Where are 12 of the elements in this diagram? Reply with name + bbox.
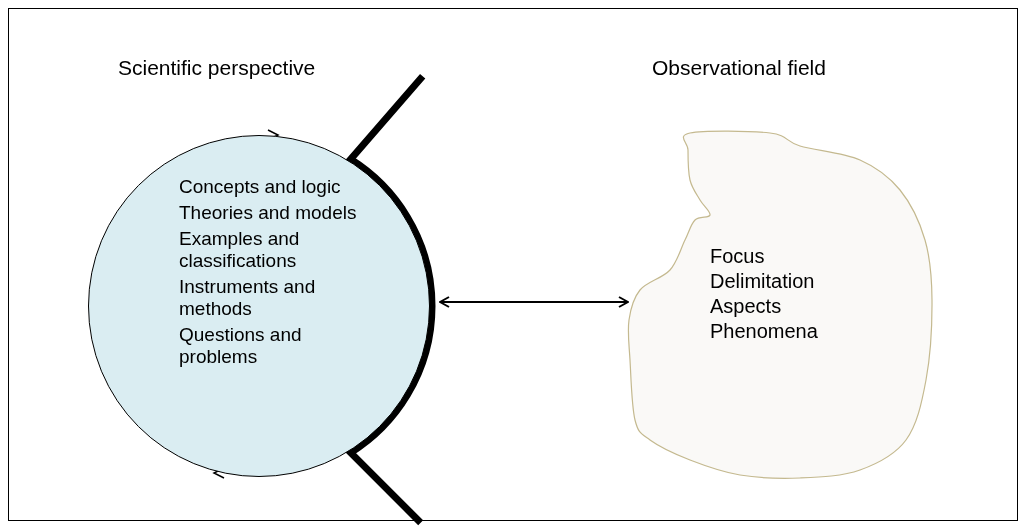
- node-text: Delimitation: [710, 269, 815, 294]
- node-text: Aspects: [710, 294, 782, 319]
- double-arrow: [439, 296, 629, 308]
- node-text: Theories and models: [179, 202, 357, 224]
- node-text: Focus: [710, 244, 765, 269]
- node-text: Examples and classifications: [179, 228, 301, 272]
- node-text: Concepts and logic: [179, 176, 341, 198]
- heading-label: Observational field: [652, 56, 826, 80]
- node-text: Questions and problems: [179, 324, 303, 368]
- node-text: Instruments and methods: [179, 276, 317, 320]
- heading-label: Scientific perspective: [118, 56, 316, 80]
- node-text: Phenomena: [710, 319, 818, 344]
